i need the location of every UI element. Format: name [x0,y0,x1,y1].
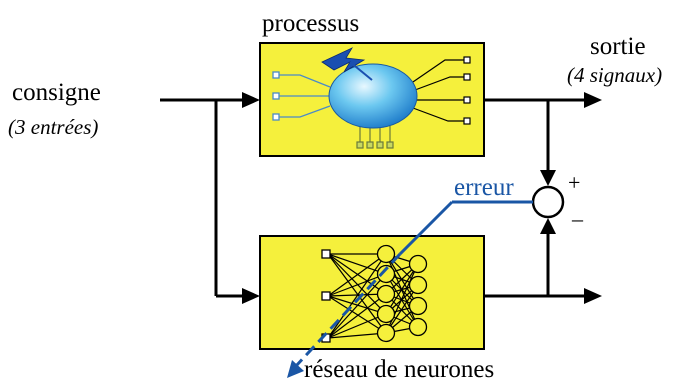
network-hidden-nodes [376,244,396,343]
process-bottom-pins [356,126,394,149]
network-label: réseau de neurones [304,356,495,383]
network-output-arrow [584,288,602,304]
lightning-tail [349,61,373,81]
hidden-node [376,264,396,284]
output-node [408,275,428,295]
output-node [408,296,428,316]
process-output-arrow [584,92,602,108]
process-input-arrow [242,92,260,108]
error-feedback-solid [398,200,454,256]
error-label: erreur [454,174,514,201]
error-arrow [287,360,304,378]
plus-sign: + [568,170,581,195]
hidden-node [376,304,396,324]
output-node [408,317,428,337]
network-box [259,235,485,350]
arrowheads [242,92,602,304]
process-output-pins [409,56,471,125]
network-output-nodes [408,254,428,337]
input-label: consigne [12,79,101,106]
hidden-node [376,244,396,264]
error-feedback [294,200,454,368]
network-block [259,235,485,350]
output-detail-label: (4 signaux) [567,63,663,87]
process-input-pins [272,71,331,121]
output-node [408,254,428,274]
output-label: sortie [590,33,646,60]
input-node [321,249,331,259]
process-block [259,42,485,157]
minus-arrow [540,218,556,234]
hidden-node [376,284,396,304]
hidden-node [376,323,396,343]
signal-wires [160,98,590,298]
network-input-arrow [242,288,260,304]
input-detail-label: (3 entrées) [8,115,99,139]
plus-arrow [540,170,556,186]
error-feedback-dashed [294,252,402,368]
process-label: processus [262,10,360,37]
minus-sign: – [572,206,583,231]
input-node [321,291,331,301]
process-core [328,63,418,129]
summing-junction [531,185,565,219]
